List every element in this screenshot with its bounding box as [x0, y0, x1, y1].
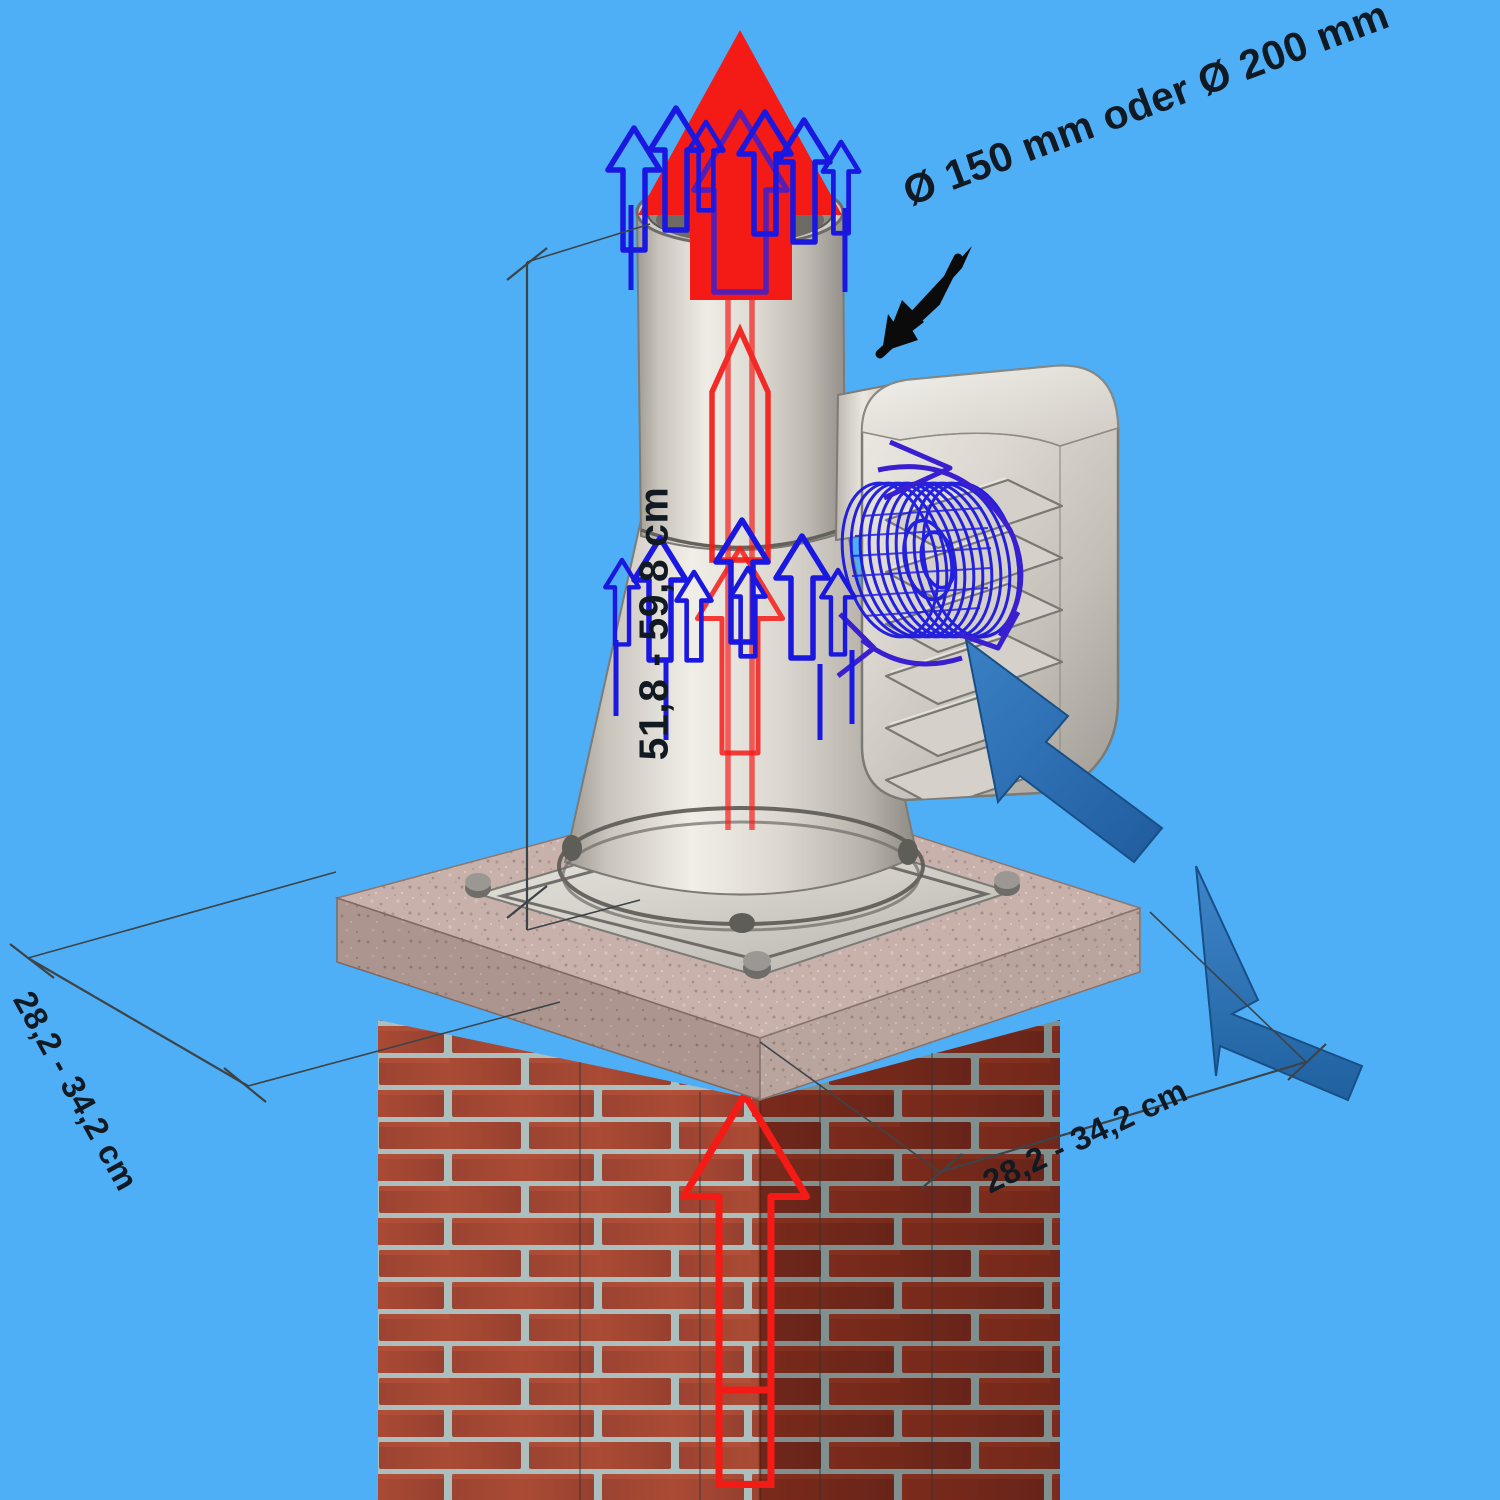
- dimension-lines: [9, 223, 1327, 1189]
- plate-bolt: [743, 951, 771, 979]
- plate-bolt: [994, 871, 1020, 896]
- chimney-stack: [378, 1020, 1060, 1500]
- fan-impeller: [836, 439, 1024, 678]
- airflow-arrows-mid: [605, 520, 854, 740]
- plate-bolt: [465, 873, 491, 898]
- height-dimension-label: 51,8 - 59,8 cm: [630, 486, 677, 761]
- airflow-arrows-top: [608, 108, 859, 292]
- exhaust-flow-arrow-lower: [684, 1095, 807, 1488]
- diameter-leader-arrow: [875, 246, 972, 359]
- intake-arrow-upper: [964, 637, 1164, 864]
- intake-arrow-lower: [1195, 865, 1364, 1102]
